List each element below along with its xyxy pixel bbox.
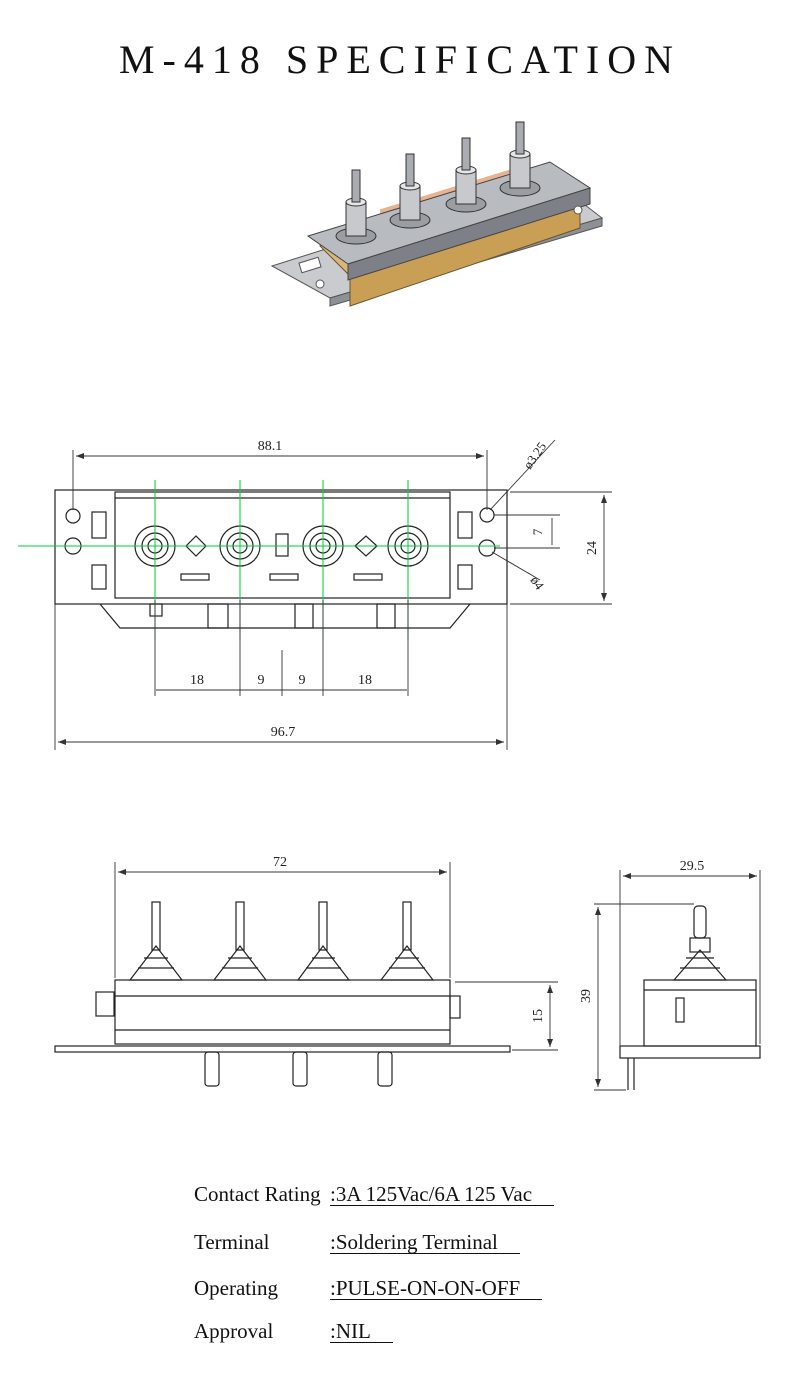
dim-depth: 29.5 xyxy=(680,859,705,874)
spec-value: :3A 125Vac/6A 125 Vac xyxy=(330,1183,555,1206)
page-title: M-418 SPECIFICATION xyxy=(118,37,682,82)
side-view-drawing: 29.5 39 xyxy=(580,859,761,1091)
dim-pitch-1: 18 xyxy=(190,673,204,688)
dim-pitch-4: 18 xyxy=(358,673,372,688)
dim-mounting-hole-span: 88.1 xyxy=(258,439,283,454)
spec-terminal: Terminal :Soldering Terminal xyxy=(194,1230,520,1255)
spec-label: Contact Rating xyxy=(194,1182,321,1206)
dim-hole-large-dia: ø4 xyxy=(528,573,548,593)
dim-pitch-3: 9 xyxy=(299,673,306,688)
dim-total-height: 39 xyxy=(580,989,594,1003)
spec-operating: Operating :PULSE-ON-ON-OFF xyxy=(194,1276,543,1301)
front-view-drawing: 72 15 xyxy=(54,855,558,1087)
dim-height-above-plate: 15 xyxy=(531,1009,546,1023)
spec-value: :PULSE-ON-ON-OFF xyxy=(330,1277,543,1300)
spec-contact-rating: Contact Rating :3A 125Vac/6A 125 Vac xyxy=(194,1182,555,1207)
spec-value: :NIL xyxy=(330,1320,393,1343)
dim-body-width: 72 xyxy=(273,855,287,870)
dim-overall-width: 96.7 xyxy=(271,725,296,740)
spec-approval: Approval :NIL xyxy=(194,1319,393,1344)
dim-pitch-2: 9 xyxy=(258,673,265,688)
spec-label: Approval xyxy=(194,1319,274,1343)
spec-label: Operating xyxy=(194,1276,278,1300)
top-view-drawing: 88.1 ø3.25 ø4 7 24 18 9 9 18 96.7 xyxy=(18,439,612,750)
dim-hole-pitch: 7 xyxy=(530,528,545,535)
spec-value: :Soldering Terminal xyxy=(330,1231,520,1254)
dim-body-height: 24 xyxy=(585,541,600,555)
dim-hole-small-dia: ø3.25 xyxy=(520,439,549,472)
spec-label: Terminal xyxy=(194,1230,270,1254)
product-3d-render xyxy=(270,121,604,307)
